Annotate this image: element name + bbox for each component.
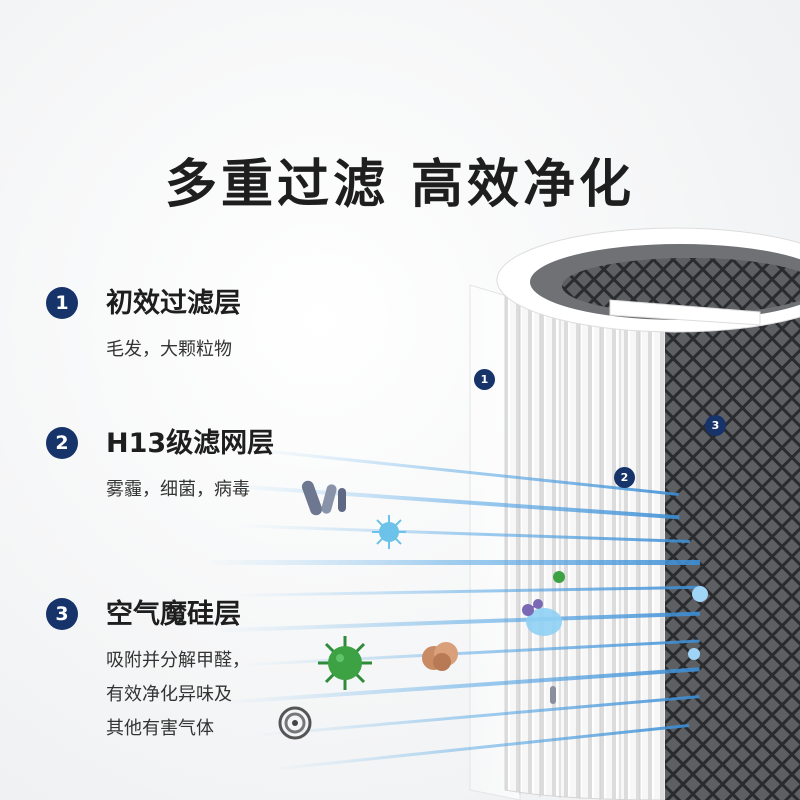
feature-description: 吸附并分解甲醛， 有效净化异味及 其他有害气体 [106, 644, 250, 746]
feature-description-line: 毛发，大颗粒物 [106, 339, 232, 360]
feature-name: H13级滤网层 [106, 428, 275, 459]
feature-description: 毛发，大颗粒物 [106, 333, 232, 367]
feature-number-badge: 3 [46, 598, 78, 630]
bacteria-icon [550, 686, 556, 704]
page-title: 多重过滤 高效净化 [164, 155, 636, 215]
feature-number-badge: 1 [46, 287, 78, 319]
feature-number-badge: 2 [46, 427, 78, 459]
molecule-icon [692, 586, 708, 602]
molecule-icon [688, 648, 700, 660]
molecule-icon [522, 599, 562, 636]
bacteria-icon [301, 480, 346, 516]
filter-marker-2: 2 [614, 467, 635, 488]
feature-name: 空气魔硅层 [106, 599, 241, 630]
smoke-icon [278, 706, 312, 740]
feature-description-line: 雾霾，细菌，病毒 [106, 479, 250, 500]
filter-marker-3: 3 [705, 415, 726, 436]
feature-name: 初效过滤层 [106, 288, 241, 319]
feature-description-line: 吸附并分解甲醛， [106, 650, 250, 671]
feature-description-line: 其他有害气体 [106, 718, 214, 739]
dust-icon [422, 642, 458, 671]
filter-marker-1: 1 [474, 369, 495, 390]
virus-icon [553, 571, 565, 583]
virus-icon [318, 636, 372, 690]
virus-icon [372, 515, 406, 549]
feature-description-line: 有效净化异味及 [106, 684, 232, 705]
feature-description: 雾霾，细菌，病毒 [106, 473, 250, 507]
